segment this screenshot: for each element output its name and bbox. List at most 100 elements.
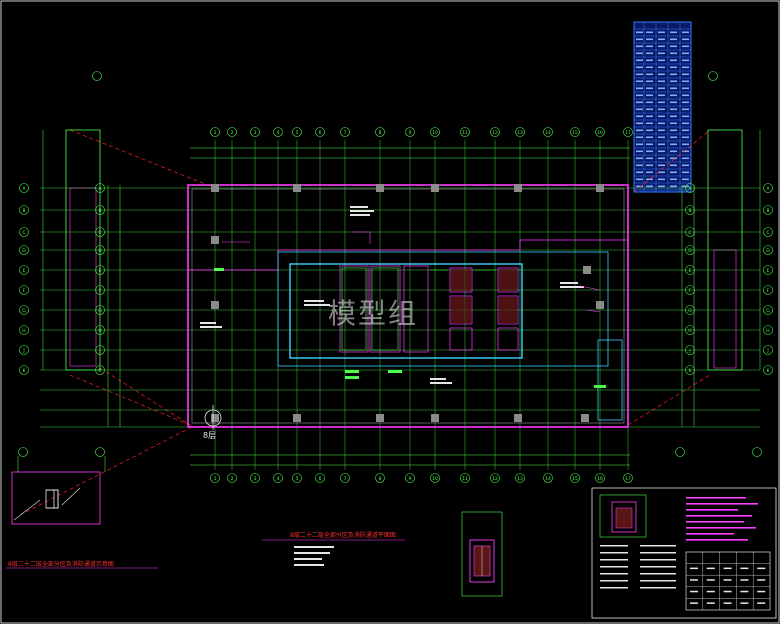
axis-bubble-label: G [688,308,692,314]
axis-bubble [685,265,695,275]
main-plan-caption: 8层二十二层全部分区及消防通道平面图 [290,532,396,539]
axis-bubble-label: 4 [277,130,280,136]
legend-cell-text [646,122,653,125]
legend-cell-text [682,80,689,83]
axis-bubble [375,473,385,483]
axis-bubble [227,127,237,137]
legend-cell-text [636,164,643,167]
axis-bubble-label: 15 [572,130,578,136]
axis-bubble [19,285,29,295]
stair-detail [461,511,503,597]
axis-bubble-label: 3 [254,476,257,482]
legend-cell-text [646,38,653,41]
axis-bubble [95,183,105,193]
legend-cell-text [646,73,653,76]
legend-cell-text [636,38,643,41]
column [293,184,301,192]
grid-axis-bubbles: 1122334455667788991010111112121313141415… [18,71,773,483]
axis-bubble [273,473,283,483]
legend-cell-text [682,171,689,174]
axis-bubble [763,325,773,335]
legend-cell-text [682,178,689,181]
legend-table [633,21,692,193]
legend-cell-text [670,171,677,174]
legend-cell-text [670,94,677,97]
axis-bubble [515,127,525,137]
legend-cell-text [682,31,689,34]
column [211,184,219,192]
axis-bubble [19,365,29,375]
axis-bubble-label: H [766,328,769,334]
axis-bubble [405,473,415,483]
axis-bubble-label: K [767,368,771,374]
axis-bubble [763,305,773,315]
legend-cell-text [670,59,677,62]
legend-cell-text [670,80,677,83]
axis-bubble [752,447,762,457]
axis-bubble [685,305,695,315]
axis-bubble-label: 8 [379,476,382,482]
axis-bubble [430,127,440,137]
axis-bubble [763,205,773,215]
axis-bubble [763,245,773,255]
axis-bubble-label: K [23,368,27,374]
outer-walls [187,184,629,428]
axis-bubble [763,345,773,355]
legend-cell-text [636,150,643,153]
axis-bubble [763,285,773,295]
axis-bubble-label: 15 [572,476,578,482]
legend-cell-text [682,87,689,90]
legend-cell-text [646,129,653,132]
axis-bubble [570,473,580,483]
legend-cell-text [636,129,643,132]
legend-cell-text [636,143,643,146]
axis-bubble-label: A [766,186,770,192]
axis-bubble-label: D [98,248,102,254]
axis-bubble-label: 5 [296,476,299,482]
legend-cell-text [670,115,677,118]
axis-bubble [675,447,685,457]
axis-bubble [95,345,105,355]
column [211,414,219,422]
table-cell-text [690,579,698,581]
axis-bubble-label: 13 [517,130,523,136]
table-cell-text [706,579,715,581]
axis-bubble-label: A [688,186,692,192]
legend-cell-text [636,73,643,76]
axis-bubble-label: J [22,348,24,354]
legend-cell-text [646,45,653,48]
column [581,414,589,422]
axis-bubble-label: 14 [545,476,551,482]
red-dashed-lines [19,129,711,516]
axis-bubble [19,325,29,335]
axis-bubble [763,183,773,193]
axis-bubble-label: H [22,328,25,334]
legend-cell-text [682,157,689,160]
axis-bubble-label: 10 [432,476,438,482]
axis-bubble-label: F [689,288,692,294]
table-cell-text [740,590,749,593]
legend-cell-text [670,87,677,90]
legend-cell-text [658,136,665,139]
legend-cell-text [646,101,653,104]
axis-bubble [292,473,302,483]
legend-cell-text [682,59,689,62]
core-walls [277,251,623,421]
axis-bubble [95,245,105,255]
bottom-right-table [685,551,771,611]
legend-cell-text [636,52,643,55]
axis-bubble-label: 14 [545,130,551,136]
core-rooms [339,265,519,353]
legend-cell-text [646,150,653,153]
axis-bubble [340,473,350,483]
table-cell-text [723,590,732,593]
axis-bubble [685,205,695,215]
table-cell-text [723,602,732,604]
axis-bubble [595,473,605,483]
axis-bubble-label: 4 [277,476,280,482]
legend-cell-text [646,115,653,118]
axis-bubble-label: 13 [517,476,523,482]
axis-bubble-label: 1 [214,130,217,136]
legend-cell-text [658,157,665,160]
